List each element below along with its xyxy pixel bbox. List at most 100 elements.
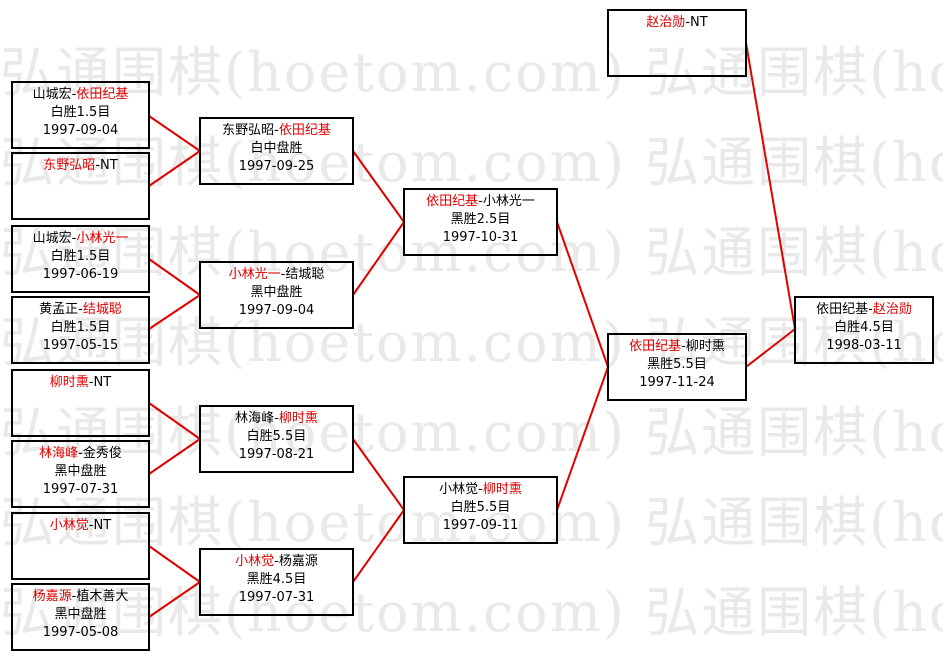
winner-name: 柳时熏: [278, 411, 318, 426]
winner-name: 杨嘉源: [32, 589, 72, 604]
match-date: 1997-05-08: [42, 625, 119, 640]
match-box: 小林觉-柳时熏 白胜5.5目 1997-09-11: [403, 476, 558, 544]
connector: [352, 221, 405, 296]
winner-name: 小林觉: [235, 554, 275, 569]
match-box: 小林觉-杨嘉源 黑胜4.5目 1997-07-31: [199, 548, 354, 616]
winner-name: 依田纪基: [278, 123, 331, 138]
winner-name: 结城聪: [82, 302, 122, 317]
player-name: 林海峰: [235, 411, 275, 426]
final-match-box: 依田纪基-赵治勋 白胜4.5目 1998-03-11: [794, 296, 934, 364]
winner-name: 依田纪基: [629, 339, 682, 354]
connector: [148, 150, 201, 187]
winner-name: 小林觉: [49, 518, 89, 533]
match-box: 林海峰-柳时熏 白胜5.5目 1997-08-21: [199, 405, 354, 473]
match-result: [13, 175, 148, 193]
match-result: 黑胜4.5目: [246, 572, 307, 587]
match-date: 1997-08-21: [238, 447, 315, 462]
player-name: 植木善大: [76, 589, 129, 604]
match-date: 1998-03-11: [826, 338, 902, 353]
winner-name: 赵治勋: [872, 302, 912, 317]
player-name: 杨嘉源: [278, 554, 318, 569]
player-name: 黄孟正: [39, 302, 79, 317]
separator: -: [88, 518, 94, 533]
match-box: 东野弘昭-依田纪基 白中盘胜 1997-09-25: [199, 117, 354, 185]
connector: [745, 328, 796, 368]
match-date: 1997-11-24: [639, 375, 715, 390]
match-result: 黑中盘胜: [250, 285, 303, 300]
connector: [148, 258, 201, 296]
player-name: 东野弘昭: [222, 123, 275, 138]
match-result: 白胜1.5目: [50, 105, 111, 120]
separator: -: [88, 375, 94, 390]
match-box: 赵治勋-NT: [607, 9, 747, 77]
match-box: 东野弘昭-NT: [11, 152, 150, 220]
connector: [148, 438, 201, 475]
connector: [556, 221, 609, 368]
separator: -: [478, 194, 483, 209]
separator: -: [274, 411, 279, 426]
match-result: 白胜1.5目: [50, 320, 111, 335]
connector: [352, 509, 405, 583]
match-date: [13, 553, 148, 571]
match-result: 黑中盘胜: [54, 464, 107, 479]
match-date: 1997-05-15: [42, 338, 119, 353]
match-result: 黑中盘胜: [54, 607, 107, 622]
match-date: [609, 50, 745, 68]
player-name: 柳时熏: [685, 339, 725, 354]
separator: -: [274, 123, 279, 138]
connector: [148, 294, 201, 330]
match-box: 柳时熏-NT: [11, 369, 150, 437]
match-date: 1997-09-11: [442, 518, 519, 533]
match-result: 白胜5.5目: [450, 500, 511, 515]
winner-name: 依田纪基: [76, 87, 129, 102]
match-date: 1997-09-04: [42, 123, 119, 138]
match-result: 黑胜5.5目: [647, 357, 707, 372]
separator: -: [478, 482, 483, 497]
match-box: 依田纪基-柳时熏 黑胜5.5目 1997-11-24: [607, 333, 747, 401]
separator: -: [274, 554, 279, 569]
match-result: [609, 32, 745, 50]
match-box: 依田纪基-小林光一 黑胜2.5目 1997-10-31: [403, 188, 558, 256]
winner-name: 小林光一: [228, 267, 281, 282]
separator: -: [685, 15, 691, 30]
winner-name: 林海峰: [39, 446, 79, 461]
match-result: 白胜5.5目: [246, 429, 307, 444]
player-name: 依田纪基: [816, 302, 869, 317]
match-result: [13, 535, 148, 553]
connector: [148, 402, 201, 440]
player-name: 山城宏: [32, 87, 72, 102]
separator: -: [71, 87, 77, 102]
separator: -: [280, 267, 286, 282]
separator: -: [95, 158, 101, 173]
match-date: 1997-10-31: [442, 230, 519, 245]
player-name: NT: [93, 518, 112, 533]
match-date: [13, 193, 148, 211]
connector: [352, 438, 405, 511]
match-result: 白胜1.5目: [50, 249, 111, 264]
player-name: 金秀俊: [82, 446, 122, 461]
match-box: 小林光一-结城聪 黑中盘胜 1997-09-04: [199, 261, 354, 329]
separator: -: [681, 339, 686, 354]
winner-name: 依田纪基: [426, 194, 479, 209]
match-date: 1997-06-19: [42, 267, 119, 282]
match-box: 小林觉-NT: [11, 512, 150, 580]
match-box: 林海峰-金秀俊 黑中盘胜 1997-07-31: [11, 440, 150, 508]
winner-name: 柳时熏: [482, 482, 522, 497]
match-box: 黄孟正-结城聪 白胜1.5目 1997-05-15: [11, 296, 150, 364]
match-box: 山城宏-小林光一 白胜1.5目 1997-06-19: [11, 225, 150, 293]
player-name: 小林光一: [482, 194, 535, 209]
player-name: 结城聪: [285, 267, 325, 282]
match-date: 1997-09-04: [238, 303, 315, 318]
separator: -: [78, 302, 83, 317]
separator: -: [71, 231, 77, 246]
connector: [148, 115, 201, 152]
match-result: 白胜4.5目: [834, 320, 894, 335]
match-result: 白中盘胜: [250, 141, 303, 156]
player-name: NT: [100, 158, 118, 173]
winner-name: 柳时熏: [49, 375, 89, 390]
connector: [352, 150, 405, 223]
match-box: 杨嘉源-植木善大 黑中盘胜 1997-05-08: [11, 583, 150, 651]
match-date: [13, 410, 148, 428]
winner-name: 东野弘昭: [43, 158, 96, 173]
